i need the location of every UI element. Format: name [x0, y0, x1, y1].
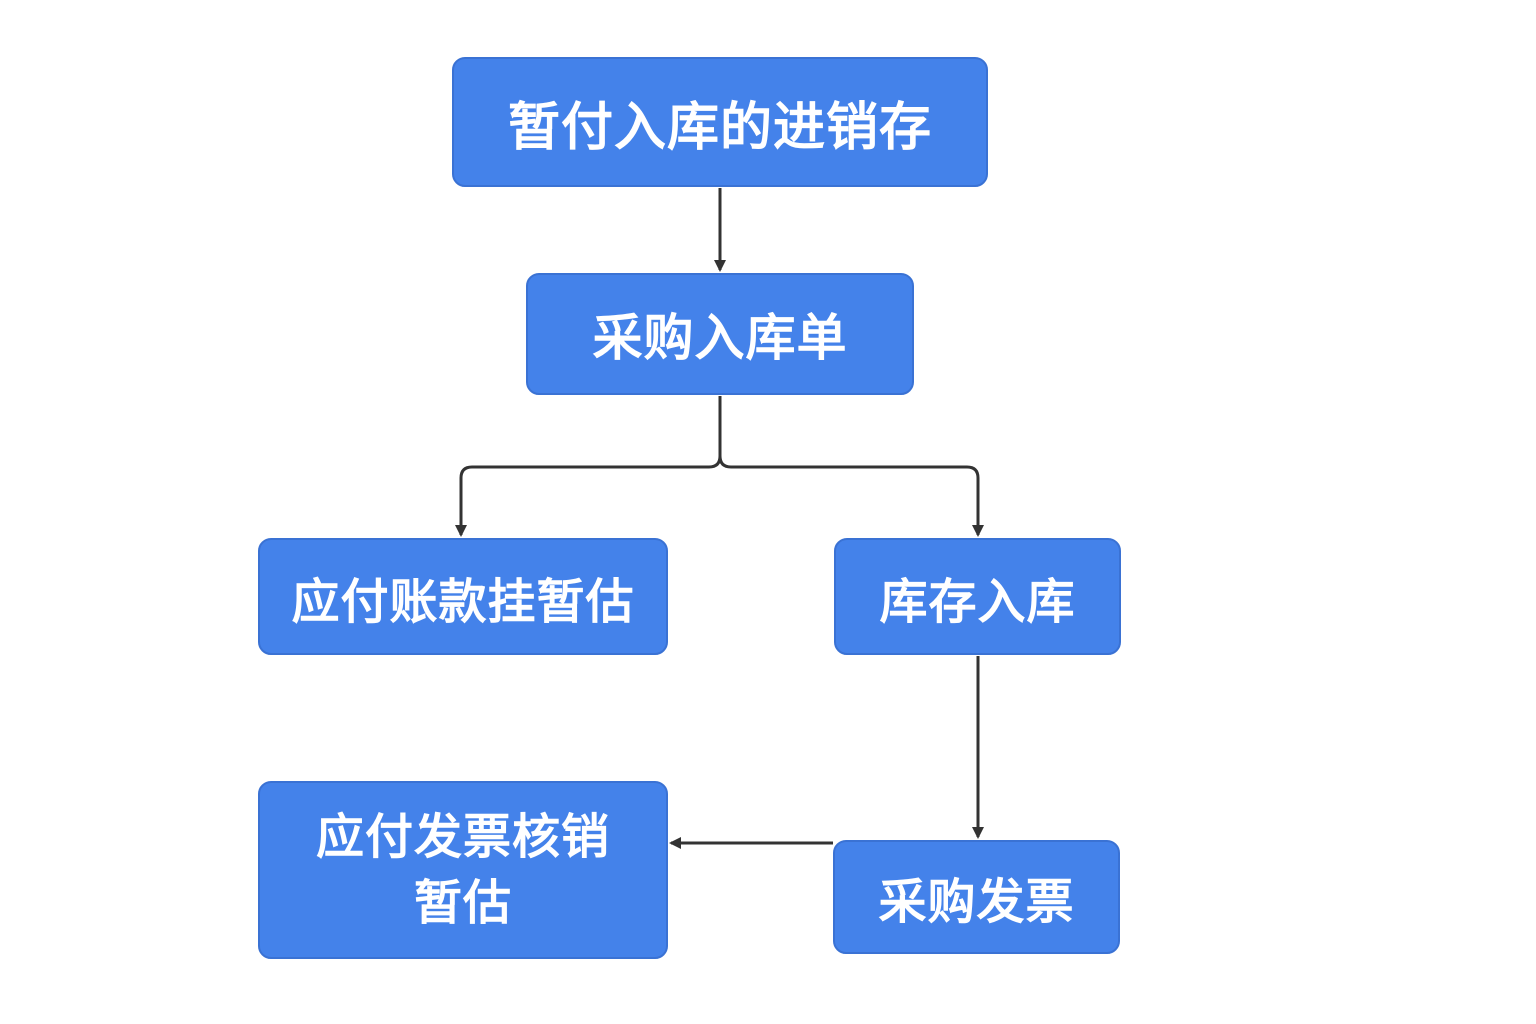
node-temp-inventory: 暂付入库的进销存	[452, 57, 988, 187]
node-purchase-receipt: 采购入库单	[526, 273, 914, 395]
node-temp-inventory-label: 暂付入库的进销存	[507, 97, 932, 158]
node-ap-invoice-writeoff-label: 应付发票核销暂估	[315, 808, 610, 931]
node-stock-in: 库存入库	[834, 538, 1121, 655]
node-ap-invoice-writeoff: 应付发票核销暂估	[258, 781, 668, 959]
node-stock-in-label: 库存入库	[879, 573, 1076, 630]
node-ap-temp-estimate: 应付账款挂暂估	[258, 538, 668, 655]
node-purchase-invoice-label: 采购发票	[878, 874, 1075, 930]
node-ap-temp-estimate-label: 应付账款挂暂估	[291, 573, 635, 630]
arrow-purchase-receipt-to-stock-in	[718, 455, 984, 537]
arrow-purchase-receipt-to-ap-temp-estimate	[455, 396, 722, 537]
node-purchase-receipt-label: 采购入库单	[592, 309, 848, 367]
node-purchase-invoice: 采购发票	[833, 840, 1120, 954]
